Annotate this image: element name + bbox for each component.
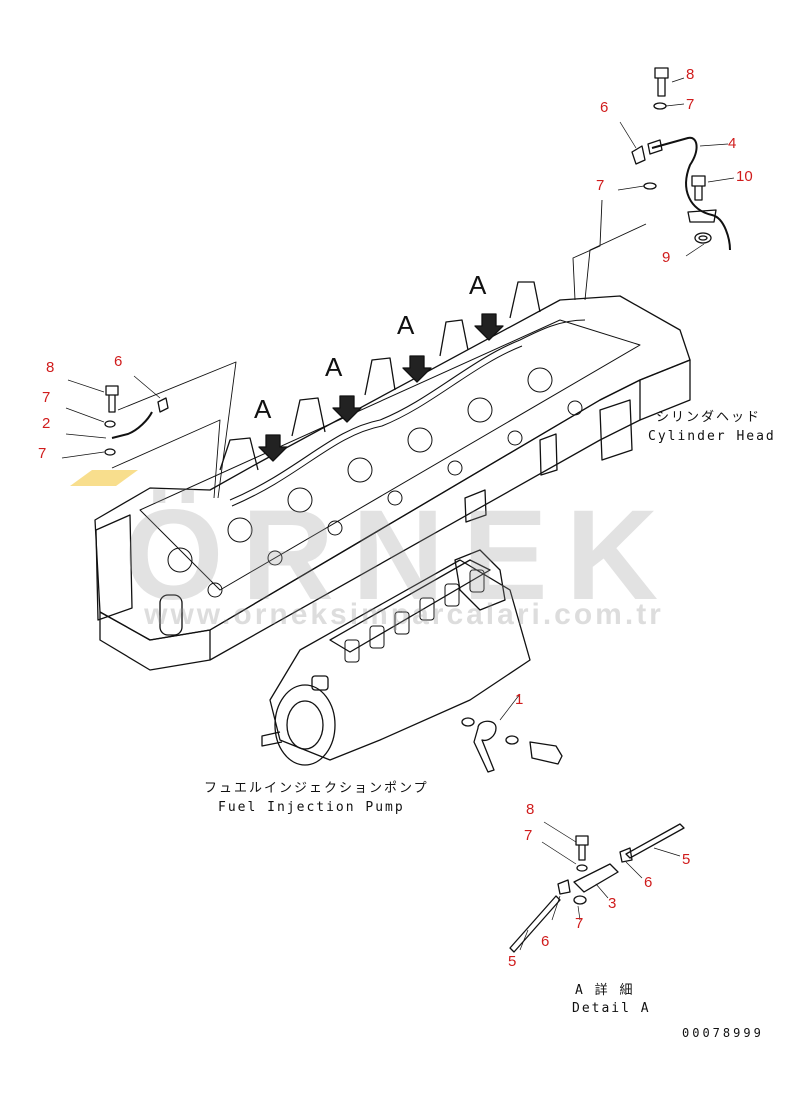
callout-7: 7	[524, 827, 533, 844]
callout-6: 6	[541, 933, 550, 950]
callout-6: 6	[644, 874, 653, 891]
watermark-url: www.orneksimparcalari.com.tr	[144, 598, 664, 631]
callout-10: 10	[736, 168, 753, 185]
watermark-logo: ÖRNEK	[123, 484, 677, 627]
callout-8: 8	[46, 359, 55, 376]
pump-label-jp: フュエルインジェクションポンプ	[204, 781, 429, 796]
callout-7: 7	[596, 177, 605, 194]
pump-label-en: Fuel Injection Pump	[218, 800, 405, 815]
cylinder-head	[94, 199, 691, 671]
fuel-injection-pump	[261, 549, 563, 773]
callout-5: 5	[682, 851, 691, 868]
detail-a	[509, 821, 685, 953]
callout-2: 2	[42, 415, 51, 432]
callout-6: 6	[114, 353, 123, 370]
callout-7: 7	[686, 96, 695, 113]
callout-4: 4	[728, 135, 737, 152]
view-marker-a: A	[469, 270, 487, 300]
oil-pipe-group	[617, 67, 735, 257]
view-marker-a: A	[254, 394, 272, 424]
callout-1: 1	[515, 691, 524, 708]
view-marker-a: A	[325, 352, 343, 382]
left-pipe-group	[61, 361, 237, 499]
view-marker-a: A	[397, 310, 415, 340]
view-arrows	[258, 313, 504, 462]
cylinder-head-label-jp: シリンダヘッド	[656, 410, 762, 425]
document-number: 00078999	[682, 1026, 764, 1040]
cylinder-head-label-en: Cylinder Head	[648, 429, 776, 444]
callout-6: 6	[600, 99, 609, 116]
callout-9: 9	[662, 249, 671, 266]
callout-5: 5	[508, 953, 517, 970]
callout-8: 8	[526, 801, 535, 818]
detail-label-en: Detail A	[572, 1001, 651, 1016]
callout-7: 7	[575, 915, 584, 932]
callout-8: 8	[686, 66, 695, 83]
callout-3: 3	[608, 895, 617, 912]
detail-label-jp: A 詳 細	[575, 983, 635, 998]
callout-7: 7	[42, 389, 51, 406]
callout-7: 7	[38, 445, 47, 462]
